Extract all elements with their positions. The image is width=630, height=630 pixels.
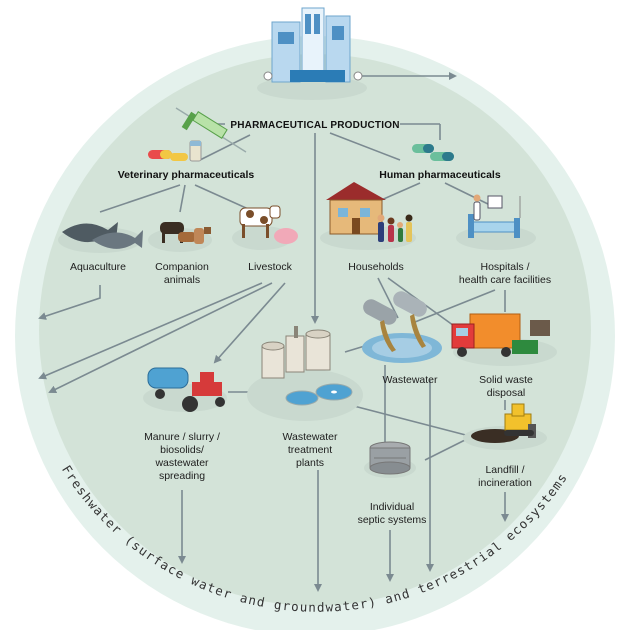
wwtp-label-1: Wastewater (282, 431, 338, 443)
solid-waste-label-2: disposal (487, 387, 526, 399)
septic-label-2: septic systems (358, 514, 427, 526)
septic-label-1: Individual (370, 501, 414, 513)
bulldozer-icon (463, 403, 547, 450)
solid-waste-label-1: Solid waste (479, 374, 533, 386)
manure-label-3: wastewater (154, 457, 209, 469)
fish-icon (58, 222, 143, 253)
garbage-truck-icon (451, 313, 557, 366)
hospitals-label-1: Hospitals / (480, 261, 529, 273)
wwtp-label-2: treatment (288, 444, 332, 456)
wastewater-treatment-plant-icon (247, 326, 363, 421)
companion-label-2: animals (164, 274, 200, 286)
wwtp-label-3: plants (296, 457, 324, 469)
septic-tank-icon (364, 441, 416, 478)
landfill-label-2: incineration (478, 477, 532, 489)
family-icon (377, 214, 413, 242)
hospital-bed-icon (456, 194, 536, 250)
pill-vet-icon (148, 150, 188, 161)
manure-label-2: biosolids/ (160, 444, 204, 456)
landfill-label-1: Landfill / (485, 464, 524, 476)
households-label: Households (348, 261, 403, 273)
syringe-icon (175, 107, 247, 162)
flow-arrows (38, 72, 509, 592)
companion-label-1: Companion (155, 261, 209, 273)
hospitals-label-2: health care facilities (459, 274, 551, 286)
tractor-icon (143, 367, 227, 412)
human-label: Human pharmaceuticals (379, 169, 501, 181)
pill-human-icon (412, 144, 454, 161)
wastewater-pipes-icon (362, 291, 442, 363)
manure-label-4: spreading (159, 470, 205, 482)
aquaculture-label: Aquaculture (70, 261, 126, 273)
livestock-label: Livestock (248, 261, 293, 273)
veterinary-label: Veterinary pharmaceuticals (118, 169, 255, 181)
manure-label-1: Manure / slurry / (144, 431, 220, 443)
livestock-icon (232, 205, 298, 250)
companion-animals-icon (148, 222, 212, 252)
production-label: PHARMACEUTICAL PRODUCTION (230, 120, 399, 131)
wastewater-label: Wastewater (382, 374, 438, 386)
factory-icon (257, 7, 367, 100)
